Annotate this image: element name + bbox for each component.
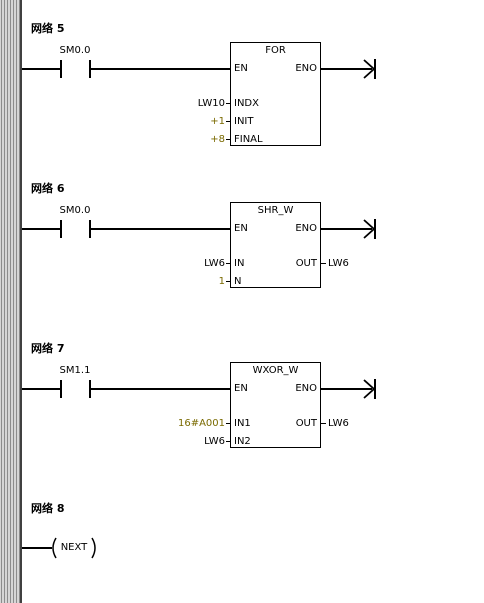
arrow-right-icon xyxy=(363,59,376,79)
wxor-w-instruction-box[interactable] xyxy=(230,362,321,448)
output-pin: OUT xyxy=(295,258,317,269)
contact-left-bar[interactable] xyxy=(60,380,62,398)
pin-stub xyxy=(226,423,230,424)
network-title[interactable]: 网络 5 xyxy=(31,22,65,35)
input-pin: N xyxy=(234,276,242,287)
eno-wire xyxy=(320,68,372,70)
rung-wire xyxy=(89,388,231,390)
network-title[interactable]: 网络 7 xyxy=(31,342,65,355)
input-pin: FINAL xyxy=(234,134,263,145)
pin-stub xyxy=(226,121,230,122)
rung-wire xyxy=(22,547,52,549)
en-pin: EN xyxy=(234,63,248,74)
input-pin: IN xyxy=(234,258,245,269)
contact-left-bar[interactable] xyxy=(60,220,62,238)
box-name: FOR xyxy=(265,45,286,56)
input-operand[interactable]: LW6 xyxy=(204,258,225,269)
input-operand[interactable]: LW6 xyxy=(204,436,225,447)
rung-wire xyxy=(22,388,62,390)
input-operand[interactable]: 16#A001 xyxy=(177,418,225,429)
for-instruction-box[interactable] xyxy=(230,42,321,146)
rung-wire xyxy=(22,228,62,230)
pin-stub xyxy=(226,139,230,140)
eno-pin: ENO xyxy=(295,63,317,74)
rung-wire xyxy=(89,68,231,70)
pin-stub xyxy=(226,441,230,442)
input-operand[interactable]: LW10 xyxy=(197,98,225,109)
eno-wire xyxy=(320,388,372,390)
pin-stub xyxy=(226,263,230,264)
output-operand[interactable]: LW6 xyxy=(328,258,349,269)
network-title[interactable]: 网络 6 xyxy=(31,182,65,195)
power-rail xyxy=(0,0,22,603)
network-title[interactable]: 网络 8 xyxy=(31,502,65,515)
arrow-right-icon xyxy=(363,379,376,399)
shr-w-instruction-box[interactable] xyxy=(230,202,321,288)
input-pin: INDX xyxy=(234,98,259,109)
input-operand[interactable]: +8 xyxy=(210,134,225,145)
input-pin: INIT xyxy=(234,116,254,127)
eno-pin: ENO xyxy=(295,383,317,394)
rung-wire xyxy=(89,228,231,230)
pin-stub xyxy=(226,281,230,282)
arrow-right-icon xyxy=(363,219,376,239)
input-operand[interactable]: +1 xyxy=(210,116,225,127)
input-operand[interactable]: 1 xyxy=(218,276,225,287)
output-pin: OUT xyxy=(295,418,317,429)
en-pin: EN xyxy=(234,223,248,234)
contact-address[interactable]: SM0.0 xyxy=(59,205,91,216)
box-name: WXOR_W xyxy=(252,365,299,376)
input-pin: IN2 xyxy=(234,436,251,447)
eno-pin: ENO xyxy=(295,223,317,234)
contact-left-bar[interactable] xyxy=(60,60,62,78)
rung-wire xyxy=(22,68,62,70)
box-name: SHR_W xyxy=(257,205,294,216)
eno-wire xyxy=(320,228,372,230)
pin-stub xyxy=(321,263,326,264)
input-pin: IN1 xyxy=(234,418,251,429)
contact-address[interactable]: SM1.1 xyxy=(59,365,91,376)
next-coil-icon[interactable] xyxy=(50,537,98,559)
pin-stub xyxy=(321,423,326,424)
pin-stub xyxy=(226,103,230,104)
coil-label: NEXT xyxy=(60,542,88,553)
contact-address[interactable]: SM0.0 xyxy=(59,45,91,56)
output-operand[interactable]: LW6 xyxy=(328,418,349,429)
en-pin: EN xyxy=(234,383,248,394)
